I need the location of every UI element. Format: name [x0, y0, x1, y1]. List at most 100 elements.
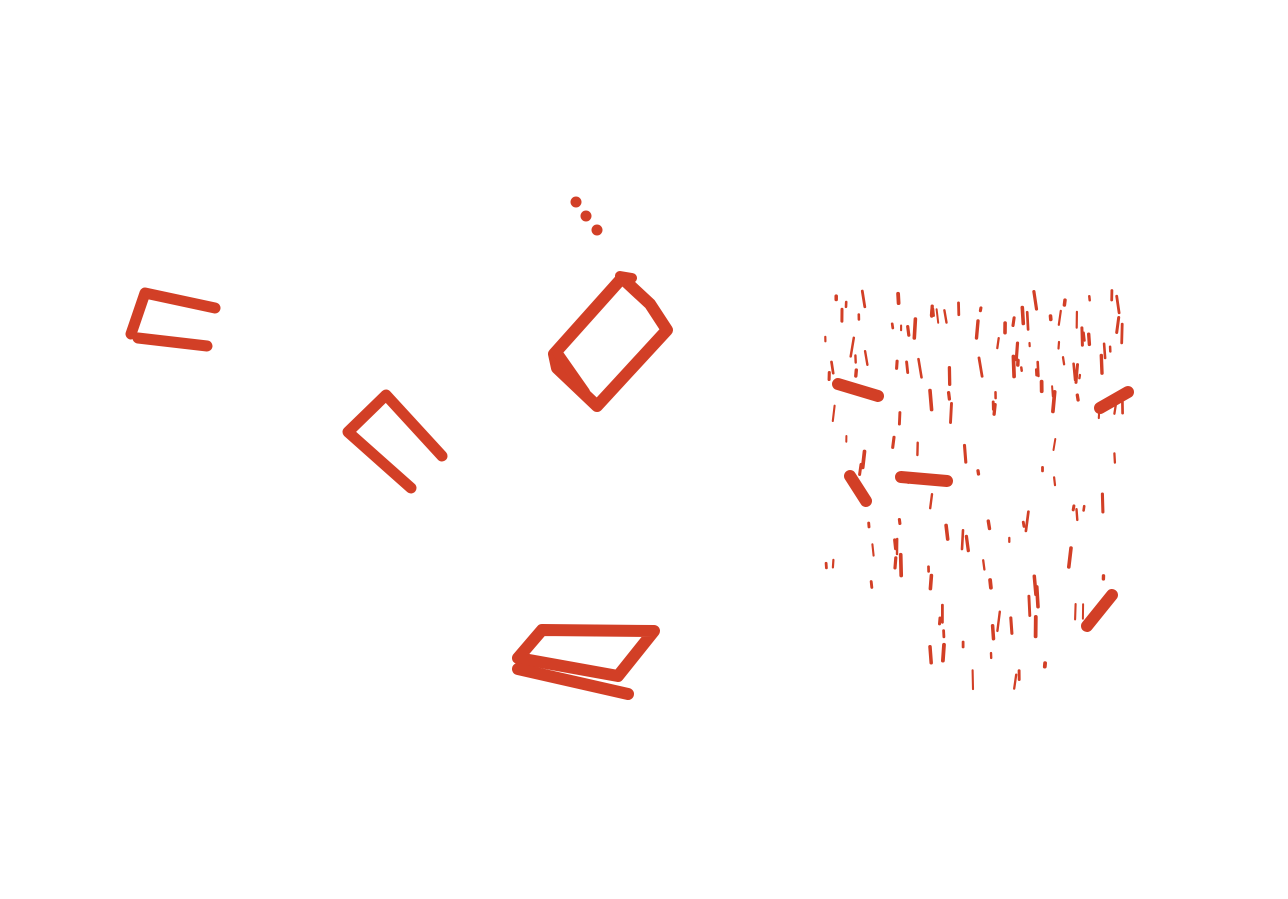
dash-particle	[1113, 402, 1118, 415]
dash-particle	[912, 317, 918, 340]
dash-particle	[897, 517, 902, 526]
dash-particle	[929, 306, 933, 317]
dash-particle	[960, 529, 965, 551]
dash-particle	[1082, 504, 1086, 512]
dash-particle	[871, 543, 875, 557]
dash-particle	[1115, 294, 1121, 315]
bracket-shape-middle	[342, 389, 448, 494]
dash-particle	[1120, 322, 1124, 345]
dash-particle	[931, 307, 935, 317]
dash-particle	[1032, 290, 1039, 311]
dash-particle	[1087, 332, 1092, 347]
dash-particle	[854, 368, 858, 378]
dash-particle	[891, 435, 896, 449]
dash-particle	[938, 616, 942, 626]
dash-particle	[986, 519, 992, 531]
dash-particle	[1024, 510, 1030, 533]
dash-particle	[928, 644, 933, 665]
dash-particle	[895, 359, 899, 370]
dash-particle	[946, 390, 952, 401]
dash-particle	[1014, 341, 1020, 362]
dash-particle	[863, 350, 869, 366]
dash-particle	[849, 336, 856, 358]
dash-particle	[890, 322, 895, 330]
bracket-shape-left	[125, 287, 221, 352]
dash-particle	[1074, 603, 1077, 621]
dash-particle	[893, 538, 898, 551]
dash-particle	[996, 336, 1000, 350]
dash-particle	[935, 308, 940, 324]
dash-particle	[949, 402, 953, 424]
dash-particle	[860, 449, 867, 470]
dash-particle	[1011, 354, 1016, 379]
rectangle-shape-top	[548, 271, 673, 412]
dash-particle	[974, 319, 980, 340]
dash-particle	[831, 404, 836, 423]
dash-particle	[929, 493, 934, 510]
dash-particle	[905, 360, 910, 374]
dash-particle	[1100, 492, 1105, 514]
dash-particle	[978, 306, 983, 313]
dash-particle	[1052, 438, 1057, 451]
dash-particle	[1061, 356, 1066, 366]
dash-particle	[1057, 309, 1062, 326]
dash-particle	[906, 325, 911, 337]
dash-particle	[964, 534, 970, 553]
dash-particle	[1053, 476, 1057, 487]
dash-particle	[858, 462, 863, 476]
dash-particle	[977, 356, 984, 378]
dash-particle	[897, 411, 902, 426]
dash-particle	[1115, 316, 1121, 334]
dash-particle	[1080, 326, 1084, 347]
dash-particle	[1102, 342, 1107, 360]
dash-particle	[869, 580, 874, 589]
dash-particle	[1075, 393, 1080, 402]
scattered-dash-cluster	[824, 289, 1134, 691]
dash-particle	[1075, 508, 1079, 522]
dash-particle	[1067, 546, 1073, 569]
dash-particle	[1062, 298, 1067, 307]
dash-particle	[962, 443, 968, 464]
dash-particle	[1082, 331, 1086, 342]
dash-particle	[941, 642, 946, 663]
dash-particle	[1009, 616, 1014, 635]
dash-particle	[976, 469, 981, 476]
dash-particle	[898, 552, 904, 578]
parallelogram-shape-bottom	[512, 624, 660, 700]
dash-particle	[906, 473, 911, 484]
dash-particle	[1025, 310, 1030, 331]
dash-particle	[1057, 340, 1061, 350]
dash-particle	[928, 573, 934, 591]
dash-particle	[990, 624, 996, 641]
dash-particle	[860, 289, 867, 309]
dash-particle	[1071, 504, 1076, 512]
dash-particle	[1013, 673, 1018, 690]
dash-particle	[1051, 389, 1057, 414]
dash-particle	[1097, 401, 1101, 420]
dash-particle	[830, 360, 835, 375]
dash-particle	[928, 388, 934, 412]
dash-particle	[893, 556, 898, 570]
dash-particle	[996, 610, 1001, 633]
dash-particle	[1072, 362, 1077, 382]
dash-particle	[1021, 520, 1026, 528]
dash-particle	[896, 291, 901, 305]
dash-particle	[917, 357, 923, 379]
dash-particle	[1027, 594, 1032, 617]
dash-particle	[988, 578, 993, 590]
dash-particle	[1113, 452, 1117, 464]
dash-particle	[943, 309, 948, 324]
dash-particle	[1035, 585, 1040, 609]
dash-particle	[1020, 305, 1026, 326]
dash-particle	[982, 559, 986, 571]
dash-particle	[1099, 353, 1104, 375]
dash-particle	[944, 523, 950, 541]
dash-particle	[992, 402, 997, 416]
dash-particle	[1036, 360, 1040, 378]
dash-particle	[831, 558, 835, 569]
dotted-trail	[570, 196, 603, 236]
dash-particle	[850, 476, 854, 484]
dash-particle	[1011, 316, 1016, 328]
dash-particle	[1078, 373, 1082, 380]
